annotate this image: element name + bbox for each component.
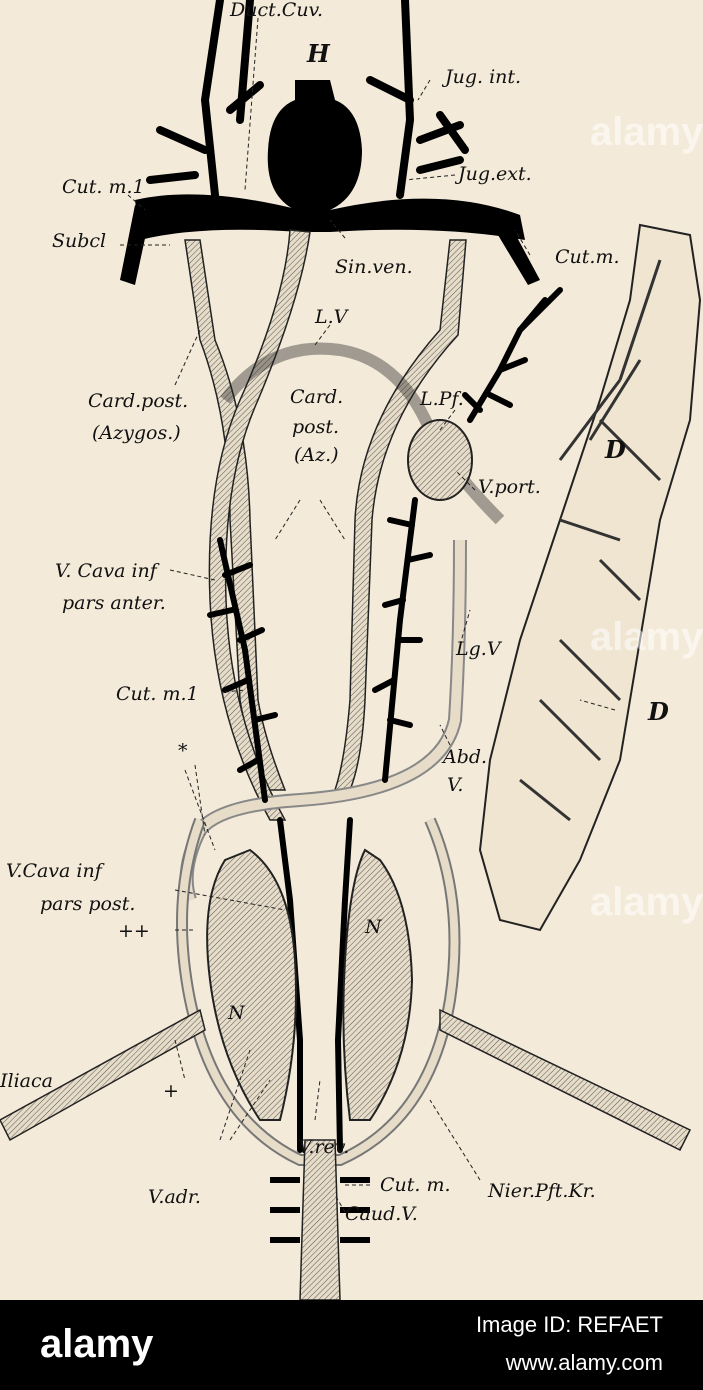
intestine-shape — [478, 223, 702, 932]
label-card-post-az-1: Card. — [290, 386, 344, 408]
label-vcava-post-1: V.Cava inf — [6, 860, 102, 882]
label-caud-v: Caud.V. — [345, 1203, 418, 1225]
label-cut-m-top: Cut.m. — [555, 246, 620, 268]
label-jug-int: Jug. int. — [445, 66, 522, 88]
label-double-dagger: ++ — [118, 920, 150, 942]
label-cut-m-bottom: Cut. m. — [380, 1174, 451, 1196]
caudal-vein — [270, 1139, 370, 1300]
watermark: alamy — [590, 110, 703, 154]
footer-image-id: Image ID: REFAET — [475, 1312, 663, 1337]
label-lpf: L.Pf. — [420, 388, 464, 410]
vein-diagram — [0, 0, 702, 1300]
heart-shape — [267, 80, 362, 210]
label-lv: L.V — [315, 306, 348, 328]
label-cut-m1-mid: Cut. m.1 — [116, 683, 199, 705]
label-d-bottom: D — [648, 697, 669, 726]
left-kidney — [206, 848, 297, 1121]
label-lgv: Lg.V — [456, 638, 501, 660]
right-posterior-cardinal-vein — [333, 239, 467, 791]
vena-cava-anterior — [208, 229, 311, 821]
label-card-post-azygos-1: Card.post. — [88, 390, 189, 412]
label-vcava-anter-2: pars anter. — [62, 592, 166, 614]
label-v-port: V.port. — [478, 476, 541, 498]
abdominal-vein — [179, 539, 467, 903]
footer-url: www.alamy.com — [505, 1350, 663, 1375]
leader-lines — [120, 17, 616, 1213]
footer-bar: alamy Image ID: REFAET www.alamy.com — [0, 1300, 703, 1390]
label-card-post-az-3: (Az.) — [294, 444, 339, 466]
right-kidney — [342, 848, 414, 1121]
label-sin-ven: Sin.ven. — [335, 256, 413, 278]
iliac-veins — [0, 1008, 692, 1152]
liver-portal-node — [407, 419, 473, 501]
label-iliaca: Iliaca — [0, 1070, 53, 1092]
label-card-post-az-2: post. — [292, 416, 340, 438]
jugular-veins — [146, 0, 469, 199]
watermark: alamy — [590, 880, 703, 924]
label-jug-ext: Jug.ext. — [458, 163, 532, 185]
label-n-right: N — [365, 916, 382, 938]
footer-brand-logo: alamy — [40, 1322, 154, 1366]
label-abd-v-1: Abd. — [443, 746, 488, 768]
label-vrev: V.rev. — [298, 1136, 350, 1158]
label-cut-m1-top: Cut. m.1 — [62, 176, 145, 198]
label-n-left: N — [228, 1002, 245, 1024]
label-abd-v-2: V. — [447, 774, 464, 796]
label-vcava-anter-1: V. Cava inf — [55, 560, 157, 582]
label-d-top: D — [605, 435, 626, 464]
label-dagger: + — [163, 1080, 179, 1102]
label-nier-pft-kr: Nier.Pft.Kr. — [488, 1180, 596, 1202]
label-vcava-post-2: pars post. — [40, 893, 136, 915]
label-card-post-azygos-2: (Azygos.) — [92, 422, 181, 444]
label-v-adr: V.adr. — [148, 1186, 201, 1208]
watermark: alamy — [590, 615, 703, 659]
label-duct-cuv: Duct.Cuv. — [230, 0, 324, 21]
label-heart: H — [307, 39, 330, 68]
label-subcl: Subcl — [52, 230, 107, 252]
label-asterisk: * — [178, 740, 188, 762]
